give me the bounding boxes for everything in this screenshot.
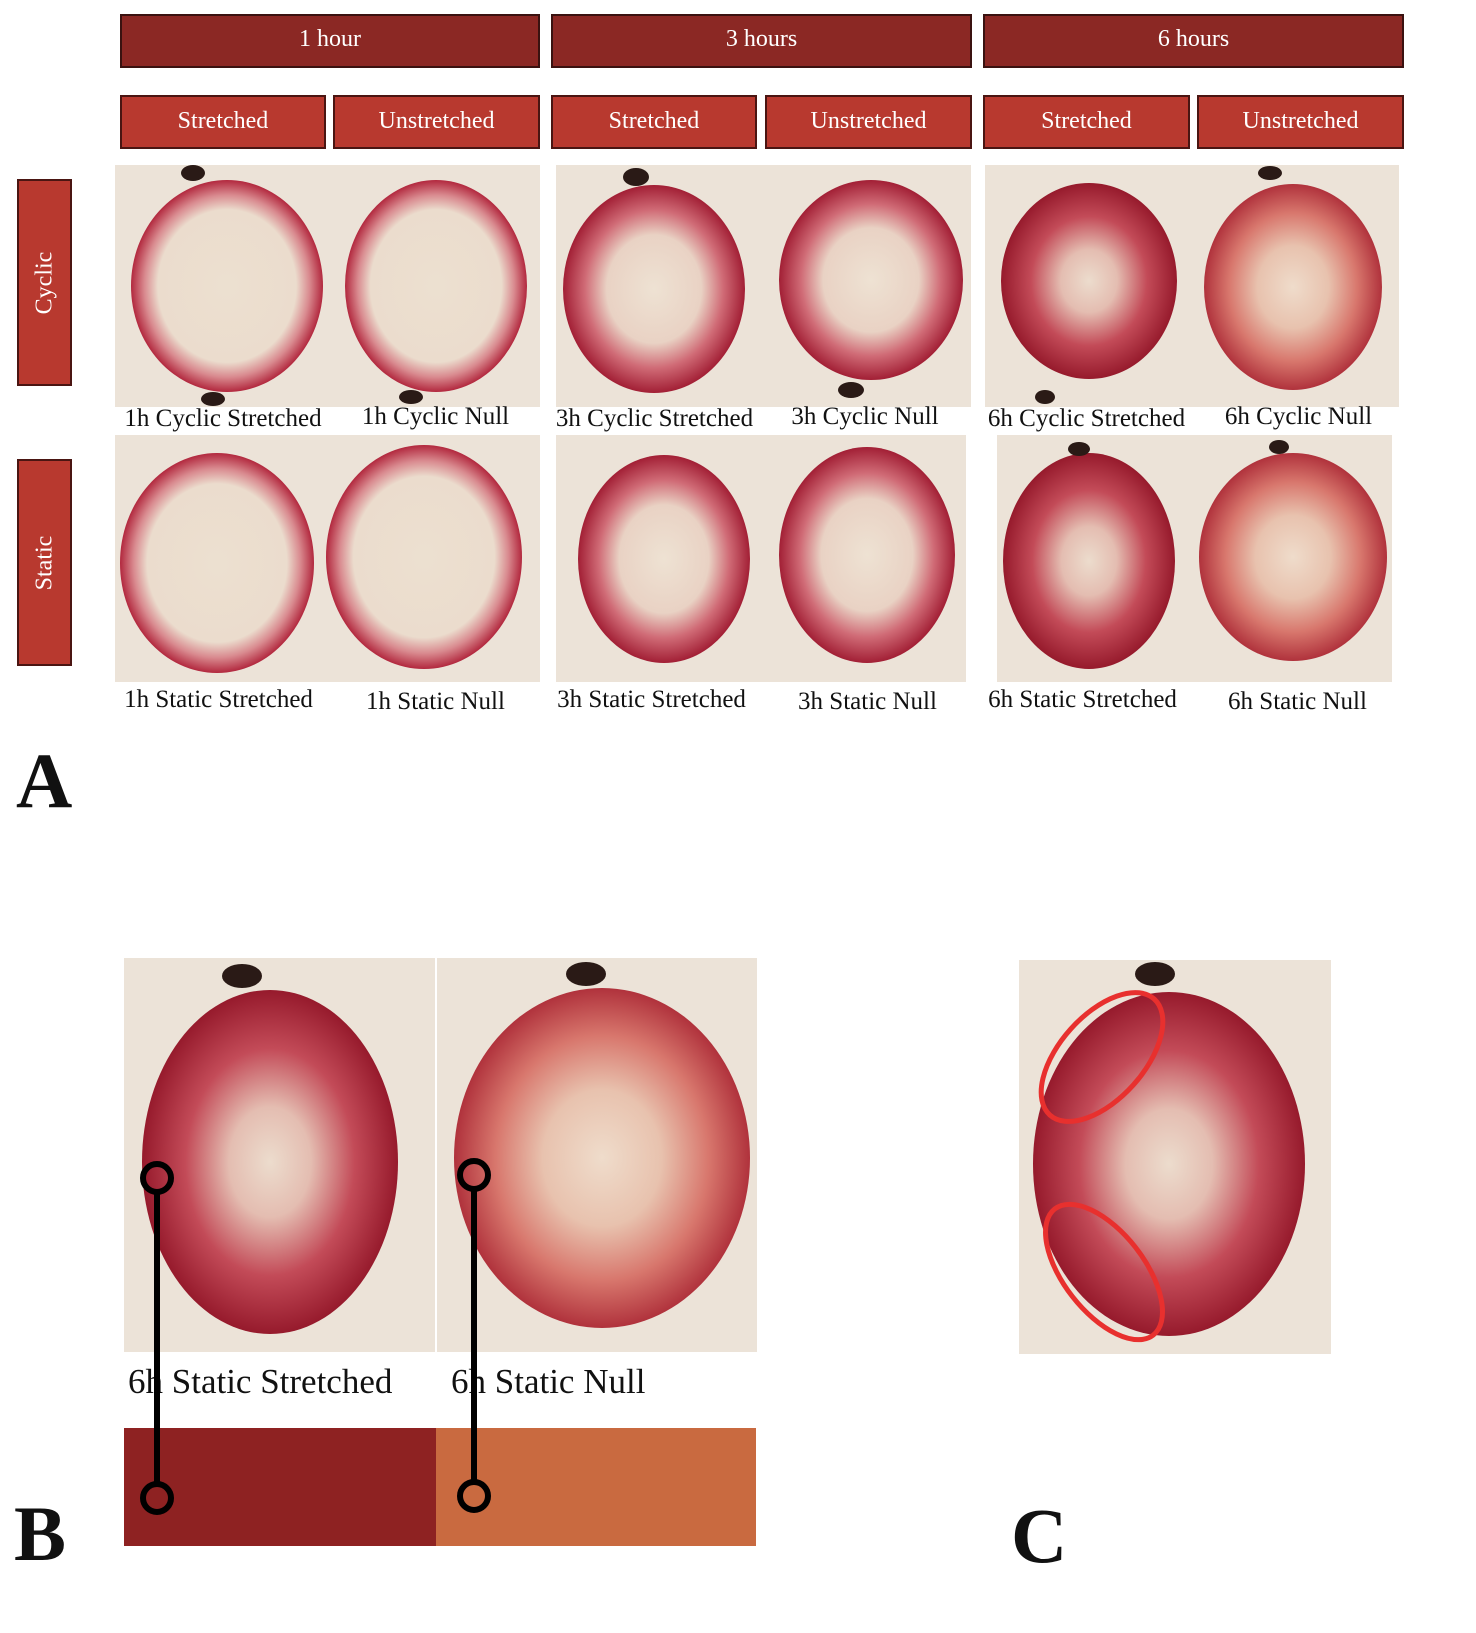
photo-1h-static-stretched — [115, 435, 318, 682]
photo-6h-static-stretched-zoom — [124, 958, 436, 1352]
photo-1h-static-null — [318, 435, 540, 682]
condition-header-6h-stretched: Stretched — [983, 95, 1190, 149]
panel-label-c: C — [1011, 1492, 1068, 1579]
caption-1h-static-null: 1h Static Null — [366, 688, 505, 715]
condition-header-3h-stretched: Stretched — [551, 95, 757, 149]
highlight-ellipse-bottom — [1043, 1201, 1165, 1343]
time-header-6h: 6 hours — [983, 14, 1404, 68]
photo-6h-static-null — [1193, 435, 1392, 682]
photo-divider — [435, 958, 437, 1352]
highlight-ellipse-top — [1038, 990, 1166, 1124]
photo-6h-cyclic-null — [1198, 165, 1399, 407]
color-swatch-null — [436, 1428, 756, 1546]
photo-3h-cyclic-stretched — [556, 165, 759, 407]
sampling-marker-stretched — [140, 1161, 174, 1515]
photo-6h-static-stretched — [997, 435, 1193, 682]
sampling-marker-null — [457, 1158, 491, 1513]
condition-header-3h-unstretched: Unstretched — [765, 95, 972, 149]
caption-6h-cyclic-stretched: 6h Cyclic Stretched — [987, 405, 1186, 432]
caption-6h-cyclic-null: 6h Cyclic Null — [1224, 403, 1373, 430]
caption-3h-cyclic-stretched: 3h Cyclic Stretched — [555, 405, 754, 432]
photo-1h-cyclic-stretched — [115, 165, 331, 407]
caption-3h-static-null: 3h Static Null — [798, 688, 937, 715]
color-swatch-stretched — [124, 1428, 436, 1546]
caption-1h-cyclic-stretched: 1h Cyclic Stretched — [124, 405, 322, 432]
caption-b-null: 6h Static Null — [451, 1362, 646, 1401]
photo-3h-static-null — [765, 435, 966, 682]
photo-3h-static-stretched — [556, 435, 765, 682]
caption-b-stretched: 6h Static Stretched — [128, 1362, 393, 1401]
photo-1h-cyclic-null — [331, 165, 540, 407]
photo-6h-cyclic-stretched — [985, 165, 1198, 407]
condition-header-1h-stretched: Stretched — [120, 95, 326, 149]
caption-6h-static-stretched: 6h Static Stretched — [988, 686, 1177, 713]
row-header-cyclic: Cyclic — [17, 179, 72, 386]
row-header-static: Static — [17, 459, 72, 666]
caption-6h-static-null: 6h Static Null — [1228, 688, 1367, 715]
condition-header-6h-unstretched: Unstretched — [1197, 95, 1404, 149]
time-header-1h: 1 hour — [120, 14, 540, 68]
photo-c — [1019, 960, 1331, 1354]
photo-3h-cyclic-null — [759, 165, 971, 407]
caption-3h-static-stretched: 3h Static Stretched — [557, 686, 746, 713]
caption-3h-cyclic-null: 3h Cyclic Null — [791, 403, 939, 430]
panel-label-a: A — [16, 737, 73, 824]
photo-6h-static-null-zoom — [436, 958, 757, 1352]
caption-1h-cyclic-null: 1h Cyclic Null — [361, 403, 510, 430]
time-header-3h: 3 hours — [551, 14, 972, 68]
caption-1h-static-stretched: 1h Static Stretched — [124, 686, 313, 713]
panel-label-b: B — [14, 1490, 67, 1577]
condition-header-1h-unstretched: Unstretched — [333, 95, 540, 149]
